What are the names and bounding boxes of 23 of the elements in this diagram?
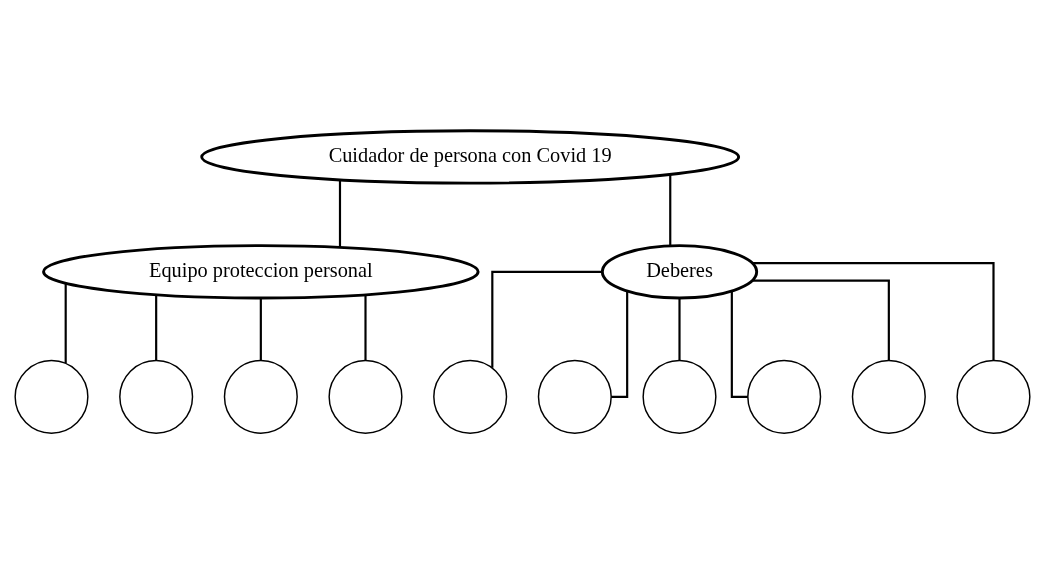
connector [338, 179, 342, 247]
node-circle [433, 359, 508, 434]
node-circle [119, 359, 194, 434]
node-circle [642, 359, 717, 434]
connector [678, 297, 681, 360]
node-ellipse: Equipo proteccion personal [42, 243, 480, 299]
connector [155, 294, 158, 360]
node-circle [851, 359, 926, 434]
connector [669, 173, 672, 246]
connector [64, 282, 67, 363]
node-circle [223, 359, 298, 434]
connector [491, 270, 602, 368]
node-ellipse: Deberes [600, 243, 759, 299]
node-circle [328, 359, 403, 434]
connector [752, 261, 995, 360]
node-circle [537, 359, 612, 434]
node-ellipse: Cuidador de persona con Covid 19 [200, 128, 741, 185]
connector [364, 294, 367, 360]
node-circle [956, 359, 1031, 434]
node-circle [14, 359, 89, 434]
node-circle [747, 359, 822, 434]
connector [752, 278, 890, 360]
connector [259, 297, 262, 360]
